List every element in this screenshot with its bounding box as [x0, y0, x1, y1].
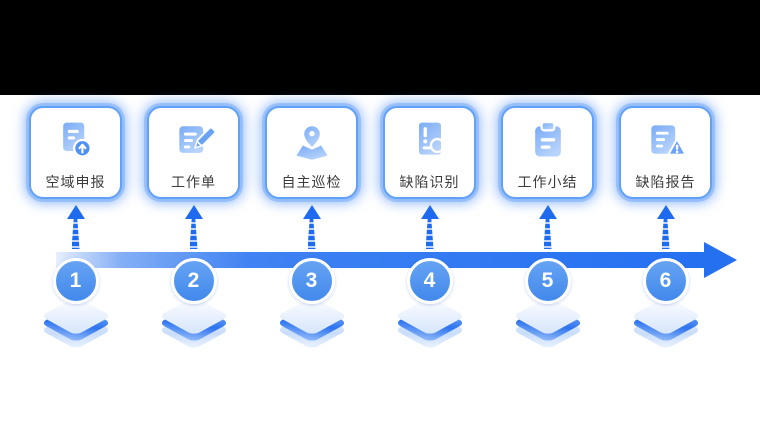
up-arrow-icon: [302, 205, 321, 251]
clipboard-icon: [525, 117, 571, 163]
doc-edit-icon: [171, 117, 217, 163]
step-circle: 1: [52, 258, 99, 304]
card-defect-identification: 缺陷识别: [383, 106, 476, 199]
card-label: 缺陷报告: [635, 174, 696, 190]
doc-warning-icon: [643, 117, 689, 163]
up-arrow-icon: [420, 205, 439, 251]
doc-upload-icon: [53, 117, 99, 163]
card-label: 空域申报: [45, 174, 106, 190]
card-airspace-declaration: 空域申报: [29, 106, 122, 199]
up-arrow-icon: [66, 205, 85, 251]
step-circle: 5: [524, 258, 571, 304]
card-label: 缺陷识别: [399, 174, 460, 190]
card-label: 工作单: [171, 174, 216, 190]
step-1: 1: [29, 205, 122, 350]
card-defect-report: 缺陷报告: [619, 106, 712, 199]
up-arrow-icon: [656, 205, 675, 251]
doc-search-icon: [407, 117, 453, 163]
step-5: 5: [501, 205, 594, 350]
step-circle: 2: [170, 258, 217, 304]
step-3: 3: [265, 205, 358, 350]
step-number: 6: [659, 269, 672, 292]
step-4: 4: [383, 205, 476, 350]
step-number: 2: [187, 269, 200, 292]
step-number: 1: [69, 269, 82, 292]
step-circle: 6: [642, 258, 689, 304]
map-pin-icon: [289, 117, 335, 163]
step-number: 5: [541, 269, 554, 292]
card-work-summary: 工作小结: [501, 106, 594, 199]
step-circle: 3: [288, 258, 335, 304]
step-circle: 4: [406, 258, 453, 304]
steps-row: 1 2 3 4 5: [29, 205, 712, 350]
step-2: 2: [147, 205, 240, 350]
step-number: 4: [423, 269, 436, 292]
card-work-order: 工作单: [147, 106, 240, 199]
cards-row: 空域申报: [29, 106, 712, 199]
step-number: 3: [305, 269, 318, 292]
card-label: 自主巡检: [281, 174, 342, 190]
card-autonomous-inspection: 自主巡检: [265, 106, 358, 199]
step-6: 6: [619, 205, 712, 350]
up-arrow-icon: [184, 205, 203, 251]
card-label: 工作小结: [517, 174, 578, 190]
timeline-arrowhead-icon: [704, 242, 737, 278]
up-arrow-icon: [538, 205, 557, 251]
top-black-band: [0, 0, 760, 95]
